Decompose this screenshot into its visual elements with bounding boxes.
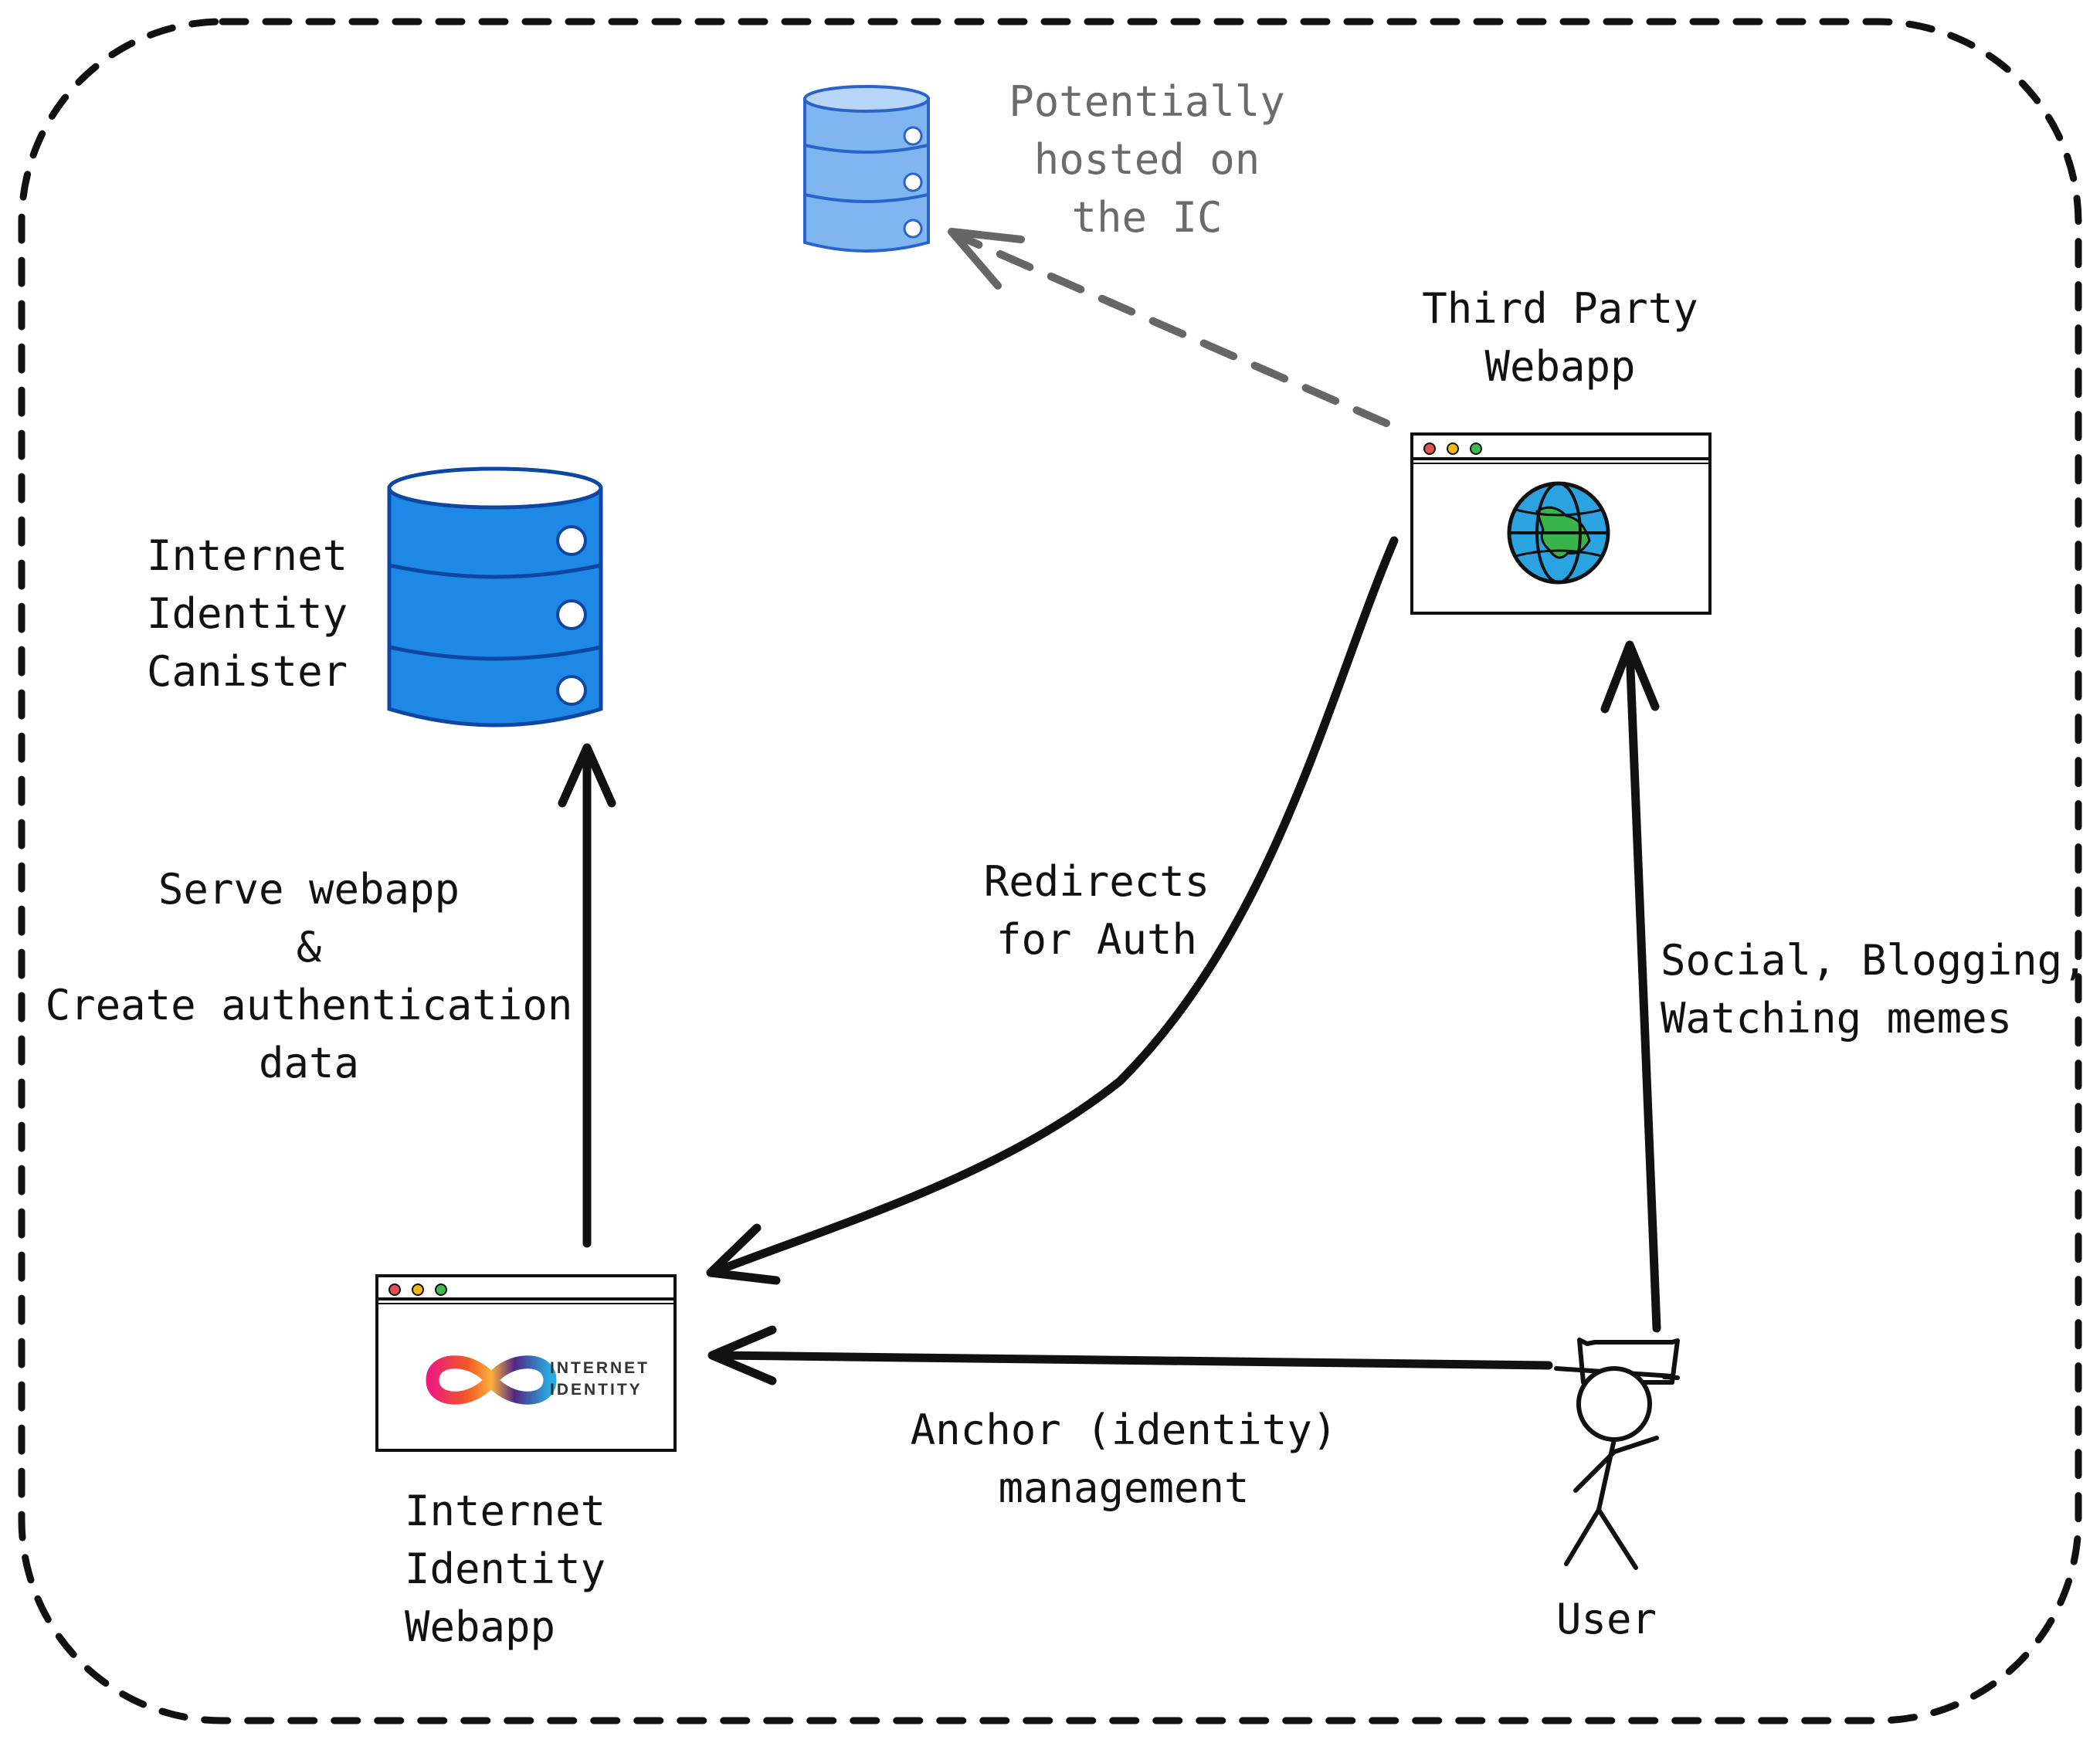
svg-text:management: management [998,1463,1249,1512]
arrow-social [1600,640,1661,1333]
svg-text:Create authentication: Create authentication [46,981,573,1029]
svg-text:Anchor (identity): Anchor (identity) [911,1406,1338,1454]
svg-text:Social, Blogging,: Social, Blogging, [1661,936,2088,985]
svg-text:Potentially: Potentially [1009,77,1285,126]
svg-text:data: data [259,1039,359,1087]
svg-text:Third Party: Third Party [1422,284,1698,333]
label-user: User [1556,1595,1657,1643]
label-potentially-hosted: Potentially hosted on the IC [1009,77,1285,242]
svg-text:IDENTITY: IDENTITY [550,1381,643,1399]
svg-text:Identity: Identity [405,1545,606,1593]
svg-text:Webapp: Webapp [1484,342,1635,391]
globe-icon [1507,481,1610,585]
svg-text:the IC: the IC [1071,193,1222,242]
svg-text:&: & [297,923,322,972]
system-boundary [18,18,2082,1724]
svg-text:Serve webapp: Serve webapp [158,865,460,914]
svg-text:for Auth: for Auth [996,915,1197,964]
label-redirects-for-auth: Redirects for Auth [984,857,1210,964]
label-anchor-management: Anchor (identity) management [911,1406,1338,1512]
svg-text:Watching memes: Watching memes [1661,994,2012,1043]
infinity-logo-icon [426,1355,557,1405]
ii-browser-window: INTERNET IDENTITY [375,1274,677,1452]
stick-figure-user-icon [1554,1338,1680,1570]
label-third-party-webapp: Third Party Webapp [1422,284,1698,391]
arrow-anchor-management [707,1325,1553,1385]
dashed-arrow-to-ic [948,228,1390,427]
third-party-browser-window [1410,432,1712,615]
svg-text:Webapp: Webapp [405,1602,555,1651]
svg-text:Internet: Internet [405,1487,606,1535]
svg-text:Redirects: Redirects [984,857,1210,906]
label-ii-canister: Internet Identity Canister [147,531,348,696]
database-icon [387,466,603,727]
label-ii-webapp: Internet Identity Webapp [405,1487,606,1651]
svg-text:Internet: Internet [147,531,348,580]
label-serve-webapp: Serve webapp & Create authentication dat… [46,865,573,1087]
arrow-serve-webapp [558,743,616,1248]
svg-text:Canister: Canister [147,647,348,696]
label-social: Social, Blogging, Watching memes [1661,936,2088,1043]
arrow-redirects-for-auth [706,536,1399,1285]
svg-text:hosted on: hosted on [1034,135,1260,184]
svg-text:Identity: Identity [147,589,348,638]
svg-text:INTERNET: INTERNET [550,1359,650,1377]
database-icon [803,85,930,253]
